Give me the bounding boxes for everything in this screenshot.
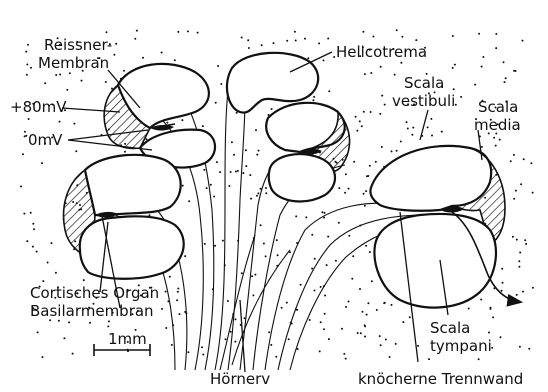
- label-basilarmembran: Basilarmembran: [30, 302, 154, 320]
- scala-tympani-upper-right: [269, 154, 335, 201]
- scala-tympani-lower-right: [374, 214, 496, 308]
- label-scala-media-1: Scala: [478, 98, 518, 116]
- label-knoecherne-trennwand: knöcherne Trennwand: [358, 370, 523, 388]
- label-reissner-1: Reissner-: [44, 36, 112, 54]
- label-scala-tympani-2: tympani: [430, 337, 492, 355]
- lower-right-turn: [370, 146, 505, 308]
- upper-left-turn: [104, 64, 215, 168]
- label-scale-1mm: 1mm: [108, 330, 147, 348]
- label-0mv: 0mV: [28, 131, 63, 149]
- lower-left-turn: [64, 155, 184, 279]
- label-scala-vestibuli-1: Scala: [404, 74, 444, 92]
- label-scala-media-2: media: [474, 116, 521, 134]
- scala-tympani-lower-left: [80, 216, 184, 279]
- scala-vestibuli-lower-left: [85, 155, 181, 215]
- label-cortisches-organ: Cortisches Organ: [30, 284, 159, 302]
- label-plus80mv: +80mV: [10, 98, 67, 116]
- label-scala-vestibuli-2: vestibuli: [392, 92, 455, 110]
- label-reissner-2: Membran: [38, 54, 109, 72]
- label-scala-tympani-1: Scala: [430, 319, 470, 337]
- label-helicotrema: Helicotrema: [336, 43, 427, 61]
- label-hoernerv: Hörnerv: [210, 370, 270, 388]
